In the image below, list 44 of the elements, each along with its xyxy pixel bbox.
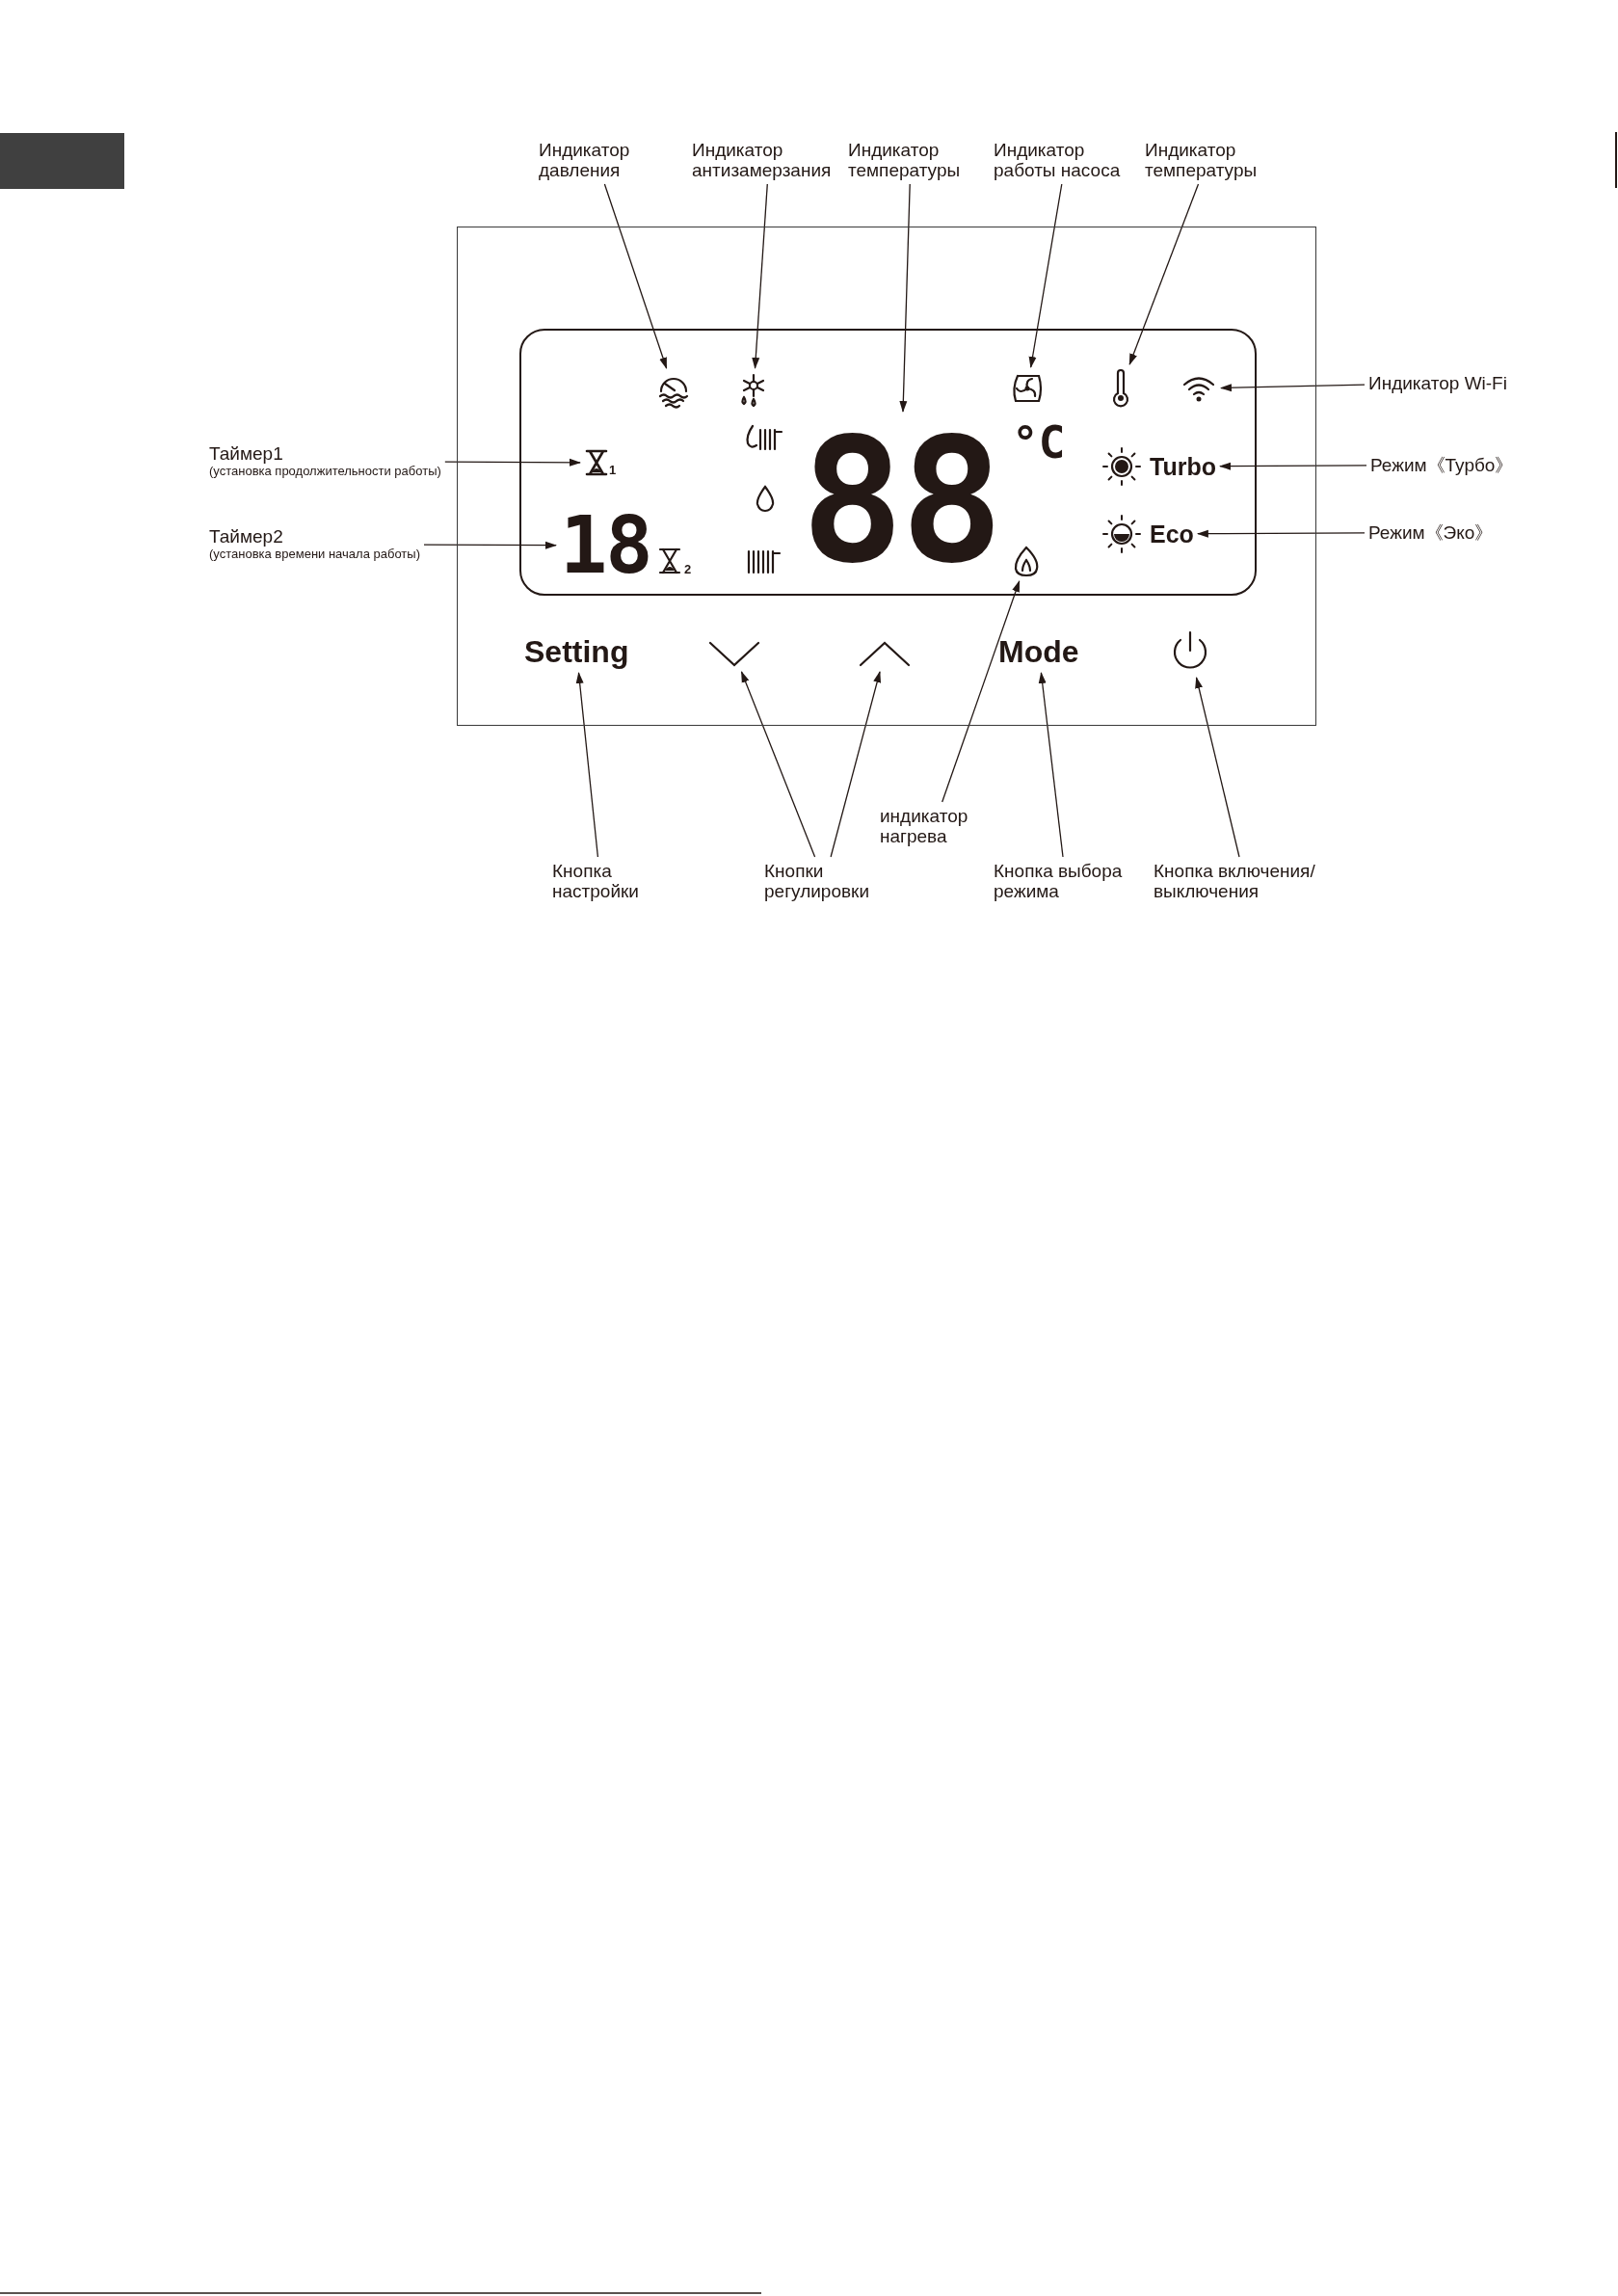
- leader-line: [1195, 677, 1240, 858]
- segment-digits: 18: [560, 506, 651, 585]
- callout-text: Таймер2: [209, 527, 284, 547]
- callout-text: индикатор нагрева: [880, 806, 988, 846]
- leader-line: [899, 183, 911, 413]
- leader-line: [830, 671, 882, 858]
- key-label: Mode: [998, 634, 1079, 669]
- mode-label: Eco: [1150, 521, 1194, 547]
- leader-line: [752, 183, 768, 369]
- callout-text: Индикатор давления: [539, 140, 654, 180]
- leader-line: [942, 580, 1021, 803]
- control-panel: [457, 227, 1316, 726]
- mode-label: Turbo: [1150, 453, 1216, 480]
- callout-text: Индикатор работы насоса: [994, 140, 1138, 180]
- callout-note: (установка продолжительности работы): [209, 464, 441, 478]
- callout-text: Кнопка включения/ выключения: [1154, 861, 1337, 901]
- callout-text: Кнопка выбора режима: [994, 861, 1138, 901]
- key-label: Setting: [524, 634, 629, 669]
- leader-line: [1028, 183, 1063, 368]
- leader-line: [444, 458, 581, 467]
- callout-text: Режим《Турбо》: [1370, 455, 1514, 475]
- timer-number: 2: [684, 562, 692, 576]
- celsius-sign: °C: [1012, 420, 1066, 465]
- callout-text: Таймер1: [209, 444, 284, 464]
- callout-text: Режим《Эко》: [1368, 522, 1494, 543]
- leader-line: [1219, 462, 1367, 470]
- callout-text: Индикатор температуры: [848, 140, 973, 180]
- callout-text: Кнопка настройки: [552, 861, 649, 901]
- callout-text: Индикатор антизамерзания: [692, 140, 846, 180]
- segment-digits: 88: [801, 415, 1000, 587]
- leader-line: [575, 672, 599, 858]
- lcd-display: [519, 329, 1257, 596]
- leader-line: [740, 671, 816, 858]
- callout-text: Индикатор температуры: [1145, 140, 1270, 180]
- timer-number: 1: [609, 464, 617, 477]
- callout-text: Индикатор Wi-Fi: [1368, 373, 1507, 393]
- leader-line: [1196, 529, 1366, 538]
- leader-line: [1128, 183, 1200, 365]
- callout-note: (установка времени начала работы): [209, 547, 420, 561]
- leader-line: [603, 183, 668, 369]
- leader-line: [1038, 672, 1064, 858]
- leader-line: [1220, 384, 1366, 392]
- callout-text: Кнопки регулировки: [764, 861, 885, 901]
- leader-line: [423, 541, 557, 549]
